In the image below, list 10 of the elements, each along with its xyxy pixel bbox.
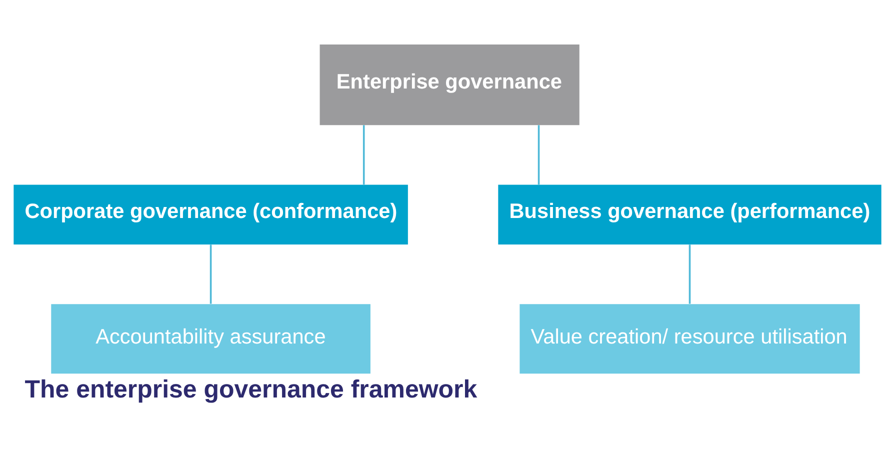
- node-box: Accountability assurance: [51, 304, 370, 374]
- caption: The enterprise governance framework: [24, 375, 478, 404]
- connector: [210, 244, 212, 304]
- node-box: Enterprise governance: [320, 44, 580, 125]
- node-box: Business governance (performance): [498, 184, 882, 244]
- node-box: Corporate governance (conformance): [14, 184, 408, 244]
- connector: [362, 124, 365, 184]
- connector: [538, 124, 540, 184]
- connector: [688, 244, 691, 304]
- node-box: Value creation/ resource utilisation: [520, 304, 860, 374]
